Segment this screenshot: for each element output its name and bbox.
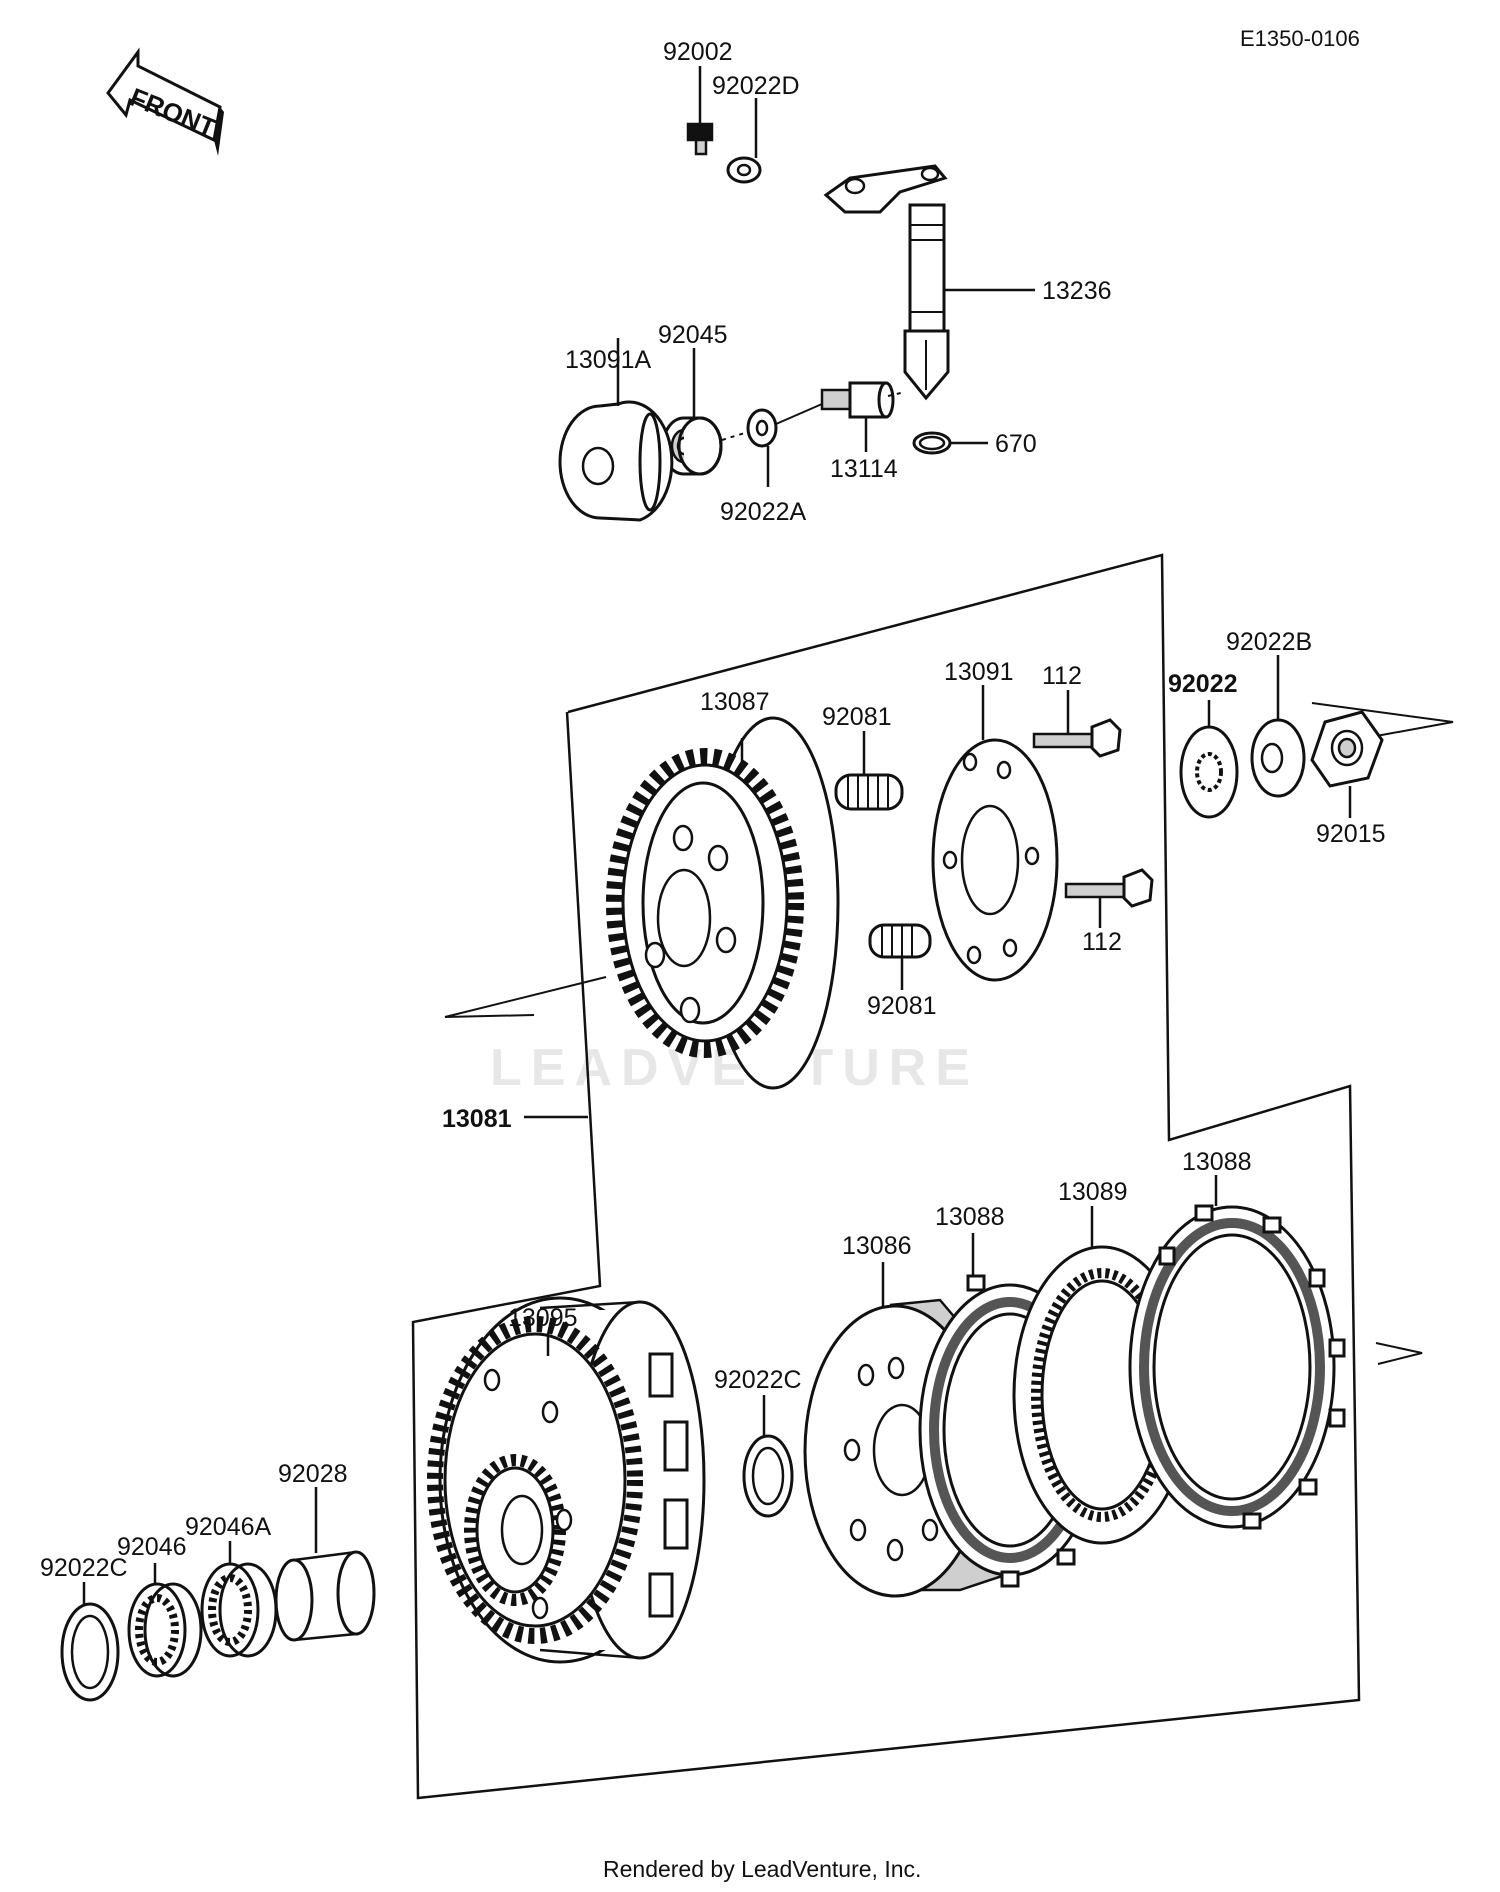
label-92045: 92045 xyxy=(658,321,728,349)
label-92028: 92028 xyxy=(278,1460,348,1488)
label-13086: 13086 xyxy=(842,1232,912,1260)
sleeve-92028 xyxy=(274,1550,376,1642)
front-arrow-icon: FRONT xyxy=(106,47,224,156)
label-92022: 92022 xyxy=(1168,670,1238,698)
plate-13091 xyxy=(931,738,1059,982)
washer-92022C-mid xyxy=(742,1434,794,1518)
label-92022C-mid: 92022C xyxy=(714,1366,802,1394)
label-13091A: 13091A xyxy=(565,346,652,374)
label-92015: 92015 xyxy=(1316,820,1386,848)
footer-credit: Rendered by LeadVenture, Inc. xyxy=(603,1856,921,1882)
diagram-code: E1350-0106 xyxy=(1240,26,1360,51)
label-13089: 13089 xyxy=(1058,1178,1128,1206)
lockwasher-92022 xyxy=(1179,725,1239,819)
label-92046A: 92046A xyxy=(185,1513,272,1541)
bolt-112-bottom xyxy=(1064,868,1154,908)
push-piece-13114 xyxy=(820,381,895,419)
oring-670 xyxy=(912,431,952,455)
washer-92022B xyxy=(1250,718,1306,798)
watermark: LEADVENTURE xyxy=(490,1039,979,1097)
label-92022C-left: 92022C xyxy=(40,1554,128,1582)
label-92022D: 92022D xyxy=(712,72,800,100)
label-13088-right: 13088 xyxy=(1182,1148,1252,1176)
label-13088-mid: 13088 xyxy=(935,1203,1005,1231)
spring-92081-top xyxy=(834,773,904,811)
label-13236: 13236 xyxy=(1042,277,1112,305)
washer-92022A xyxy=(746,408,778,448)
cap-13091A xyxy=(558,400,674,522)
needle-bearing-92046 xyxy=(127,1582,203,1678)
needle-bearing-92046A xyxy=(200,1562,278,1658)
label-92002: 92002 xyxy=(663,38,733,66)
label-13087: 13087 xyxy=(700,688,770,716)
label-670: 670 xyxy=(995,430,1037,458)
label-92046: 92046 xyxy=(117,1533,187,1561)
label-13114: 13114 xyxy=(830,455,898,483)
washer-92022C-left xyxy=(60,1602,120,1702)
label-13081: 13081 xyxy=(442,1105,512,1133)
nut-92015 xyxy=(1310,710,1384,788)
label-92081-bottom: 92081 xyxy=(867,992,937,1020)
label-92081-top: 92081 xyxy=(822,703,892,731)
friction-plate-13088-right xyxy=(1128,1204,1346,1530)
clutch-housing-13095 xyxy=(427,1296,706,1664)
label-112-top: 112 xyxy=(1042,662,1082,690)
label-92022A: 92022A xyxy=(720,498,807,526)
bolt-92002 xyxy=(686,122,714,156)
label-13095: 13095 xyxy=(508,1304,578,1332)
bolt-112-top xyxy=(1032,718,1122,758)
pressure-plate-13087 xyxy=(606,716,840,1090)
label-92022B: 92022B xyxy=(1226,628,1312,656)
spring-92081-bottom xyxy=(868,923,932,959)
label-112-bottom: 112 xyxy=(1082,928,1122,956)
label-13091: 13091 xyxy=(944,658,1014,686)
washer-92022D xyxy=(726,156,762,184)
release-shaft-13236 xyxy=(823,164,950,401)
